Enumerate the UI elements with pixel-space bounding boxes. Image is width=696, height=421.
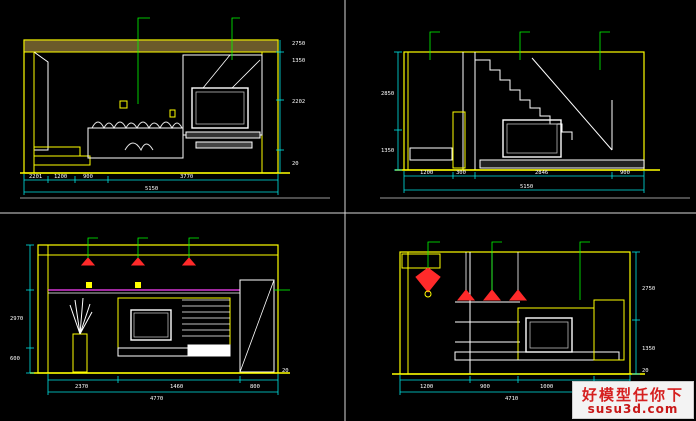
- panel-a-dim-bottom-1: 2201: [29, 174, 42, 180]
- panel-d-pendant-1: [456, 289, 476, 301]
- watermark-site: susu3d.com: [587, 402, 679, 416]
- panel-d-pendant-2: [482, 289, 502, 301]
- panel-c-lamp-1: [80, 257, 96, 266]
- panel-d-cabinet: [454, 351, 620, 361]
- panel-b-tv: [502, 119, 562, 158]
- panel-a-plant: [91, 121, 183, 130]
- panel-d-wall-lamp: [415, 267, 441, 293]
- panel-a-dim-bottom-3: 900: [83, 174, 93, 180]
- panel-b-dim-bottom-4: 900: [620, 170, 630, 176]
- panel-a-ceiling-beam: [23, 39, 279, 53]
- panel-a-wall-lamp: [119, 100, 128, 109]
- panel-c-door-diagonal: [239, 279, 275, 373]
- panel-a-dim-right-2: 2202: [292, 99, 305, 105]
- panel-d-dim-right-3: 20: [642, 368, 649, 374]
- panel-c-slat-panel: [182, 299, 230, 337]
- panel-c-lamp-3: [181, 257, 197, 266]
- panel-d-tv-screen: [529, 321, 569, 349]
- panel-a-dim-right-1: 2750: [292, 41, 305, 47]
- panel-b-leaders: [429, 31, 610, 70]
- panel-c-side-cabinet: [187, 344, 231, 357]
- panel-b-dim-lines: [394, 51, 645, 193]
- panel-d-leaders: [427, 241, 590, 300]
- panel-c-door: [239, 279, 275, 373]
- panel-a-leaders: [137, 17, 240, 104]
- panel-a-diagonal-2: [231, 59, 261, 89]
- panel-c-dim-bottom-1: 2370: [75, 384, 88, 390]
- panel-d-dim-right-1: 2750: [642, 286, 655, 292]
- panel-b-dim-total: 5150: [520, 184, 533, 190]
- panel-b-tv-screen: [506, 123, 558, 154]
- panel-a-dim-bottom-4: 3770: [180, 174, 193, 180]
- panel-a-planter: [87, 127, 184, 159]
- panel-b-dim-right-1: 2850: [381, 91, 394, 97]
- panel-d-dim-bottom-3: 1000: [540, 384, 553, 390]
- panel-b-pillar: [452, 111, 466, 169]
- panel-c-downlight-2: [135, 282, 141, 288]
- elevation-b: 1200 300 2846 900 5150 2850 1350: [381, 31, 660, 193]
- panel-c-dim-right-3: 20: [282, 368, 289, 374]
- panel-d-shelves: [455, 301, 520, 343]
- panel-c-dim-bottom-2: 1460: [170, 384, 183, 390]
- panel-a-soffit: [33, 51, 49, 151]
- panel-a-dim-right-3: 1350: [292, 58, 305, 64]
- panel-c-dim-lines: [26, 244, 279, 395]
- panel-a-dim-right-4: 20: [292, 161, 299, 167]
- panel-a-tv-cabinet: [185, 131, 261, 139]
- panel-a-diagonal-1: [202, 54, 231, 89]
- panel-c-plant: [69, 297, 93, 335]
- panel-b-stair-profile: [475, 59, 573, 140]
- panel-d-dim-bottom-2: 900: [480, 384, 490, 390]
- panel-c-downlight-1: [86, 282, 92, 288]
- panel-d-ceiling-box: [401, 253, 441, 269]
- panel-a-shrub: [124, 142, 154, 152]
- panel-b-dim-bottom-2: 300: [456, 170, 466, 176]
- panel-b-dim-bottom-3: 2846: [535, 170, 548, 176]
- panel-b-stair-stringer: [531, 57, 613, 151]
- panel-a-dim-bottom-2: 1200: [54, 174, 67, 180]
- panel-a-low-cabinet: [195, 141, 253, 149]
- elevation-c: 2370 1460 800 4770 2970 600 20: [10, 237, 290, 402]
- panel-d-dim-bottom-1: 1200: [420, 384, 433, 390]
- panel-c-leaders: [87, 237, 290, 291]
- panel-b-dim-right-2: 1350: [381, 148, 394, 154]
- panel-d-dim-right-2: 1350: [642, 346, 655, 352]
- panel-b-platform: [479, 159, 645, 169]
- panel-a-wall-lamp-2: [169, 109, 176, 118]
- panel-c-dim-right-1: 2970: [10, 316, 23, 322]
- panel-b-dim-bottom-1: 1200: [420, 170, 433, 176]
- panel-c-tv: [130, 309, 172, 341]
- panel-c-lamp-2: [130, 257, 146, 266]
- panel-c-dim-right-2: 600: [10, 356, 20, 362]
- panel-a-tv: [191, 87, 249, 129]
- panel-c-dim-bottom-3: 800: [250, 384, 260, 390]
- panel-a-tv-screen: [195, 91, 245, 125]
- panel-c-dim-total: 4770: [150, 396, 163, 402]
- panel-a-dim-total: 5150: [145, 186, 158, 192]
- watermark-badge: 好模型任你下 susu3d.com: [572, 381, 694, 419]
- panel-a-dim-lines: [23, 40, 284, 195]
- panel-a-stair-steps: [33, 146, 91, 166]
- panel-d-side-unit: [593, 299, 625, 361]
- elevation-a: 2201 1200 900 3770 5150 2750 2202 1350 2…: [20, 17, 305, 195]
- panel-d-dim-total: 4710: [505, 396, 518, 402]
- panel-c-tv-screen: [133, 312, 169, 338]
- watermark-slogan: 好模型任你下: [581, 386, 684, 404]
- panel-d-lamp-base: [424, 290, 432, 298]
- panel-d-pendant-3: [508, 289, 528, 301]
- panel-b-sofa: [409, 147, 453, 161]
